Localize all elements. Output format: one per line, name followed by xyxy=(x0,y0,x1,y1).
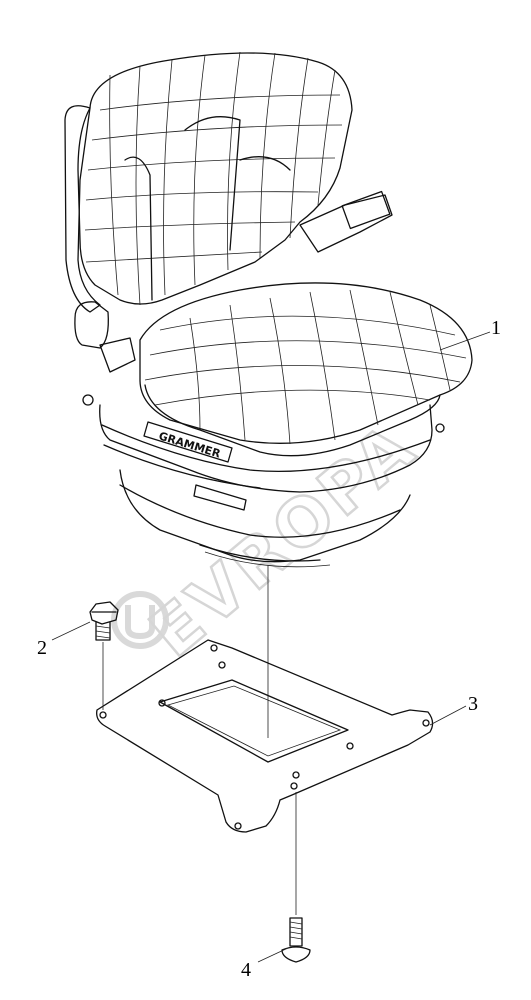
countersunk-bolt xyxy=(281,792,311,963)
seat-assembly: GRAMMER xyxy=(64,51,473,568)
callout-3-label: 3 xyxy=(468,693,478,715)
callout-1: 1 xyxy=(439,317,501,351)
hex-bolt xyxy=(89,601,119,710)
watermark: EVROPA xyxy=(111,406,432,674)
callout-3: 3 xyxy=(429,693,478,726)
mounting-plate xyxy=(96,639,434,833)
callout-4: 4 xyxy=(241,947,289,981)
callout-4-label: 4 xyxy=(241,959,251,981)
callout-1-label: 1 xyxy=(491,317,501,339)
callout-2-label: 2 xyxy=(37,637,47,659)
callout-2: 2 xyxy=(37,621,91,659)
